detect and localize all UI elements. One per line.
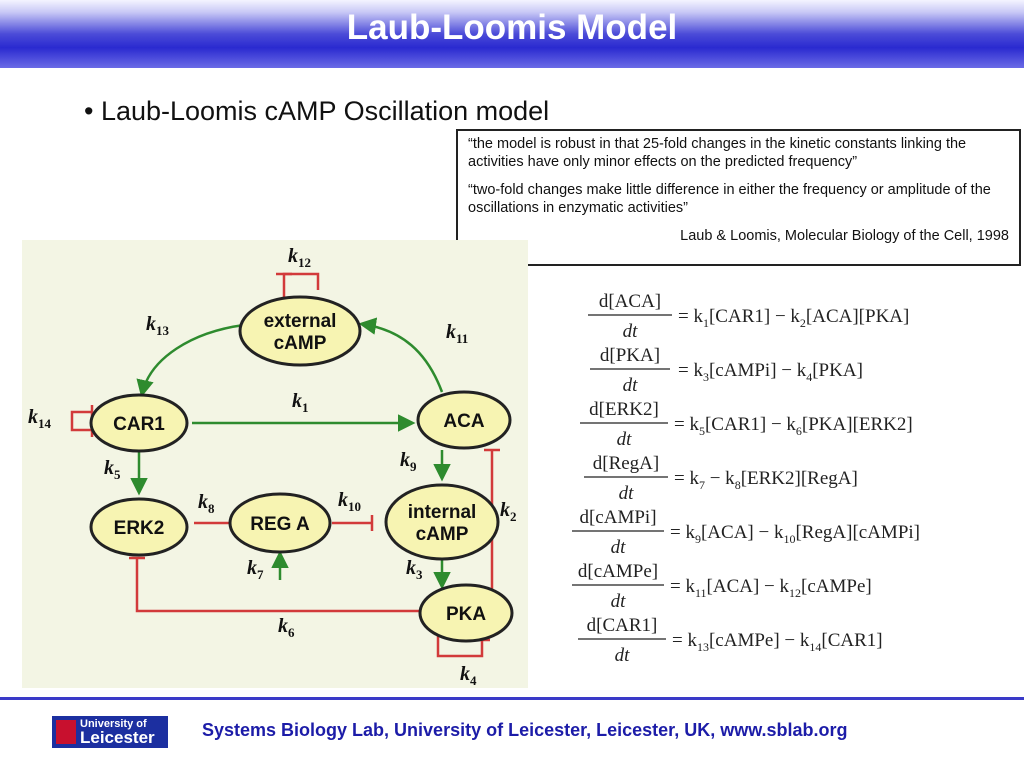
node-label-internal-camp: cAMP xyxy=(416,524,469,545)
node-label-aca: ACA xyxy=(443,411,484,432)
svg-text:= k9[ACA] − k10[RegA][cAMPi]: = k9[ACA] − k10[RegA][cAMPi] xyxy=(670,522,920,546)
equations-panel: d[ACA] dt = k1[CAR1] − k2[ACA][PKA] d[PK… xyxy=(572,291,920,666)
title-bar: Laub-Loomis Model xyxy=(0,0,1024,68)
svg-text:= k7 − k8[ERK2][RegA]: = k7 − k8[ERK2][RegA] xyxy=(674,468,858,492)
logo-shield-icon xyxy=(56,720,76,744)
svg-text:dt: dt xyxy=(615,645,631,666)
svg-text:dt: dt xyxy=(619,483,635,504)
svg-text:d[ERK2]: d[ERK2] xyxy=(589,399,659,420)
svg-text:d[cAMPi]: d[cAMPi] xyxy=(579,507,656,528)
arrow-k11 xyxy=(358,317,444,393)
node-label-external: external xyxy=(264,311,337,332)
svg-text:d[CAR1]: d[CAR1] xyxy=(587,615,658,636)
equation-1: d[ACA] dt = k1[CAR1] − k2[ACA][PKA] xyxy=(588,291,909,342)
inhibit-k14 xyxy=(70,410,92,432)
node-label-erk2: ERK2 xyxy=(114,518,165,539)
node-label-external-camp: cAMP xyxy=(274,333,327,354)
inhibit-k12 xyxy=(282,272,320,298)
equation-5: d[cAMPi] dt = k9[ACA] − k10[RegA][cAMPi] xyxy=(572,507,920,558)
svg-text:dt: dt xyxy=(611,591,627,612)
quote-2: “two-fold changes make little difference… xyxy=(468,182,991,216)
university-logo: University of Leicester xyxy=(52,716,168,748)
svg-text:dt: dt xyxy=(617,429,633,450)
equation-2: d[PKA] dt = k3[cAMPi] − k4[PKA] xyxy=(590,345,863,396)
equation-4: d[RegA] dt = k7 − k8[ERK2][RegA] xyxy=(584,453,858,504)
quote-citation: Laub & Loomis, Molecular Biology of the … xyxy=(680,228,1009,244)
svg-text:dt: dt xyxy=(611,537,627,558)
svg-text:= k13[cAMPe] − k14[CAR1]: = k13[cAMPe] − k14[CAR1] xyxy=(672,630,883,654)
footer-divider xyxy=(0,697,1024,700)
quote-1: “the model is robust in that 25-fold cha… xyxy=(468,136,967,170)
network-diagram: external cAMP CAR1 ACA ERK2 REG A intern… xyxy=(22,240,528,688)
node-label-reg-a: REG A xyxy=(250,514,310,535)
svg-text:dt: dt xyxy=(623,321,639,342)
bullet-point: • Laub-Loomis cAMP Oscillation model xyxy=(84,96,550,126)
svg-text:= k5[CAR1] − k6[PKA][ERK2]: = k5[CAR1] − k6[PKA][ERK2] xyxy=(674,414,913,438)
svg-text:= k3[cAMPi] − k4[PKA]: = k3[cAMPi] − k4[PKA] xyxy=(678,360,863,384)
equation-3: d[ERK2] dt = k5[CAR1] − k6[PKA][ERK2] xyxy=(580,399,913,450)
equation-6: d[cAMPe] dt = k11[ACA] − k12[cAMPe] xyxy=(572,561,872,612)
node-erk2 xyxy=(89,497,189,557)
inhibit-k4 xyxy=(436,636,484,658)
svg-text:dt: dt xyxy=(623,375,639,396)
node-reg-a xyxy=(228,492,332,554)
node-aca xyxy=(416,390,512,450)
node-label-car1: CAR1 xyxy=(113,414,165,435)
quote-box: “the model is robust in that 25-fold cha… xyxy=(456,129,1021,266)
node-car1 xyxy=(89,393,189,453)
equation-7: d[CAR1] dt = k13[cAMPe] − k14[CAR1] xyxy=(578,615,883,666)
inhibit-k6 xyxy=(135,558,420,613)
node-external-camp xyxy=(238,295,362,367)
svg-text:d[PKA]: d[PKA] xyxy=(600,345,660,366)
svg-text:d[ACA]: d[ACA] xyxy=(599,291,661,312)
slide-title: Laub-Loomis Model xyxy=(346,8,678,47)
svg-text:= k1[CAR1] − k2[ACA][PKA]: = k1[CAR1] − k2[ACA][PKA] xyxy=(678,306,909,330)
node-label-internal: internal xyxy=(408,502,477,523)
svg-text:d[RegA]: d[RegA] xyxy=(593,453,659,474)
svg-text:d[cAMPe]: d[cAMPe] xyxy=(578,561,658,582)
node-internal-camp xyxy=(384,483,500,561)
node-label-pka: PKA xyxy=(446,604,486,625)
logo-text-leicester: Leicester xyxy=(80,728,155,747)
svg-text:= k11[ACA] − k12[cAMPe]: = k11[ACA] − k12[cAMPe] xyxy=(670,576,872,600)
logo-text-university: University of xyxy=(80,718,147,730)
node-pka xyxy=(418,583,514,643)
arrow-k13 xyxy=(136,323,245,398)
footer-text: Systems Biology Lab, University of Leice… xyxy=(202,720,848,740)
